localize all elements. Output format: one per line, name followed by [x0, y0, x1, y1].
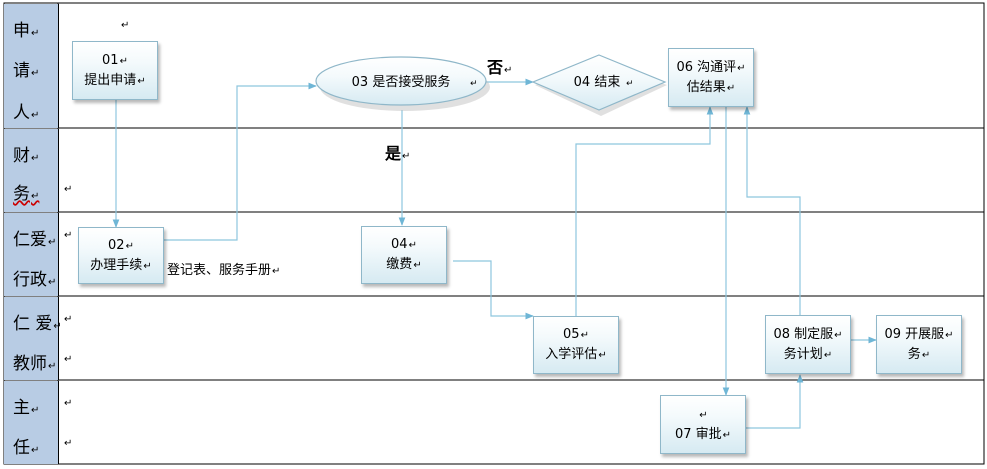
node-01-number: 01	[102, 52, 119, 68]
node-04pay-number: 04	[391, 237, 408, 252]
node-04end-diamond	[531, 54, 667, 111]
node-05-number: 05	[563, 327, 580, 342]
node-09-line2: 务	[907, 346, 921, 362]
lane-header-finance: 财↵ 务↵	[4, 129, 59, 212]
paragraph-mark: ↵	[64, 230, 73, 241]
node-02-number: 02	[108, 237, 125, 253]
node-03-label: 03 是否接受服务	[352, 74, 451, 90]
node-05: 05↵ 入学评估↵	[533, 316, 619, 374]
node-06-line1: 06 沟通评	[676, 59, 737, 75]
lane-char: 仁爱↵	[13, 230, 57, 250]
node-01-label: 提出申请	[84, 72, 137, 88]
lane-char: 行政↵	[13, 270, 57, 290]
node-02: 02↵ 办理手续↵	[78, 227, 164, 284]
label-no: 否↵	[487, 58, 513, 77]
connector-05-06	[575, 106, 714, 316]
node-04pay-label: 缴费	[386, 257, 413, 272]
node-09: 09 开展服↵ 务↵	[876, 315, 962, 374]
connector-07-08	[746, 374, 804, 429]
connector-02-03	[164, 82, 317, 241]
paragraph-mark: ↵	[470, 79, 478, 89]
paragraph-mark: ↵	[64, 354, 73, 365]
label-forms: 登记表、服务手册↵	[167, 263, 281, 278]
node-03-ellipse	[315, 56, 487, 106]
paragraph-mark: ↵	[64, 184, 73, 195]
node-05-label: 入学评估	[545, 347, 598, 362]
node-06-line2: 估结果	[686, 79, 726, 95]
lane-char: 请↵	[13, 61, 40, 81]
connector-04-05	[453, 260, 534, 320]
lane-header-director: 主↵ 任↵	[4, 381, 59, 464]
node-07-label: 07 审批	[674, 426, 722, 442]
node-02-label: 办理手续	[90, 257, 143, 273]
lane-char: 务↵	[13, 184, 40, 204]
paragraph-mark: ↵	[64, 438, 73, 449]
lane-char: 教师↵	[13, 354, 57, 374]
lane-char: 申↵	[13, 21, 40, 41]
node-08: 08 制定服↵ 务计划↵	[765, 315, 851, 374]
lane-char: 仁 爱↵	[13, 314, 62, 334]
node-04-pay: 04↵ 缴费↵	[361, 226, 447, 284]
lane-char: 财↵	[13, 146, 40, 166]
lane-char: 任↵	[13, 438, 40, 458]
node-09-line1: 09 开展服	[884, 326, 945, 342]
lane-header-teacher: 仁 爱↵ 教师↵	[4, 297, 62, 380]
label-yes: 是↵	[385, 144, 411, 163]
node-06: 06 沟通评↵ 估结果↵	[668, 48, 754, 107]
node-01: 01↵ 提出申请↵	[72, 41, 158, 100]
lane-char: 主↵	[13, 398, 40, 418]
lane-header-applicant: 申↵ 请↵ 人↵	[4, 4, 59, 128]
lane-header-admin: 仁爱↵ 行政↵	[4, 213, 59, 296]
node-04end-label: 04 结束	[574, 75, 621, 90]
node-08-line1: 08 制定服	[773, 326, 834, 342]
lane-char: 人↵	[13, 103, 40, 123]
node-07: ↵ 07 审批↵	[660, 395, 746, 454]
connector-08-06	[743, 106, 801, 315]
paragraph-mark: ↵	[64, 314, 73, 325]
node-08-line2: 务计划	[783, 346, 823, 362]
paragraph-mark: ↵	[121, 20, 130, 31]
paragraph-mark: ↵	[64, 398, 73, 409]
paragraph-mark: ↵	[626, 79, 634, 89]
